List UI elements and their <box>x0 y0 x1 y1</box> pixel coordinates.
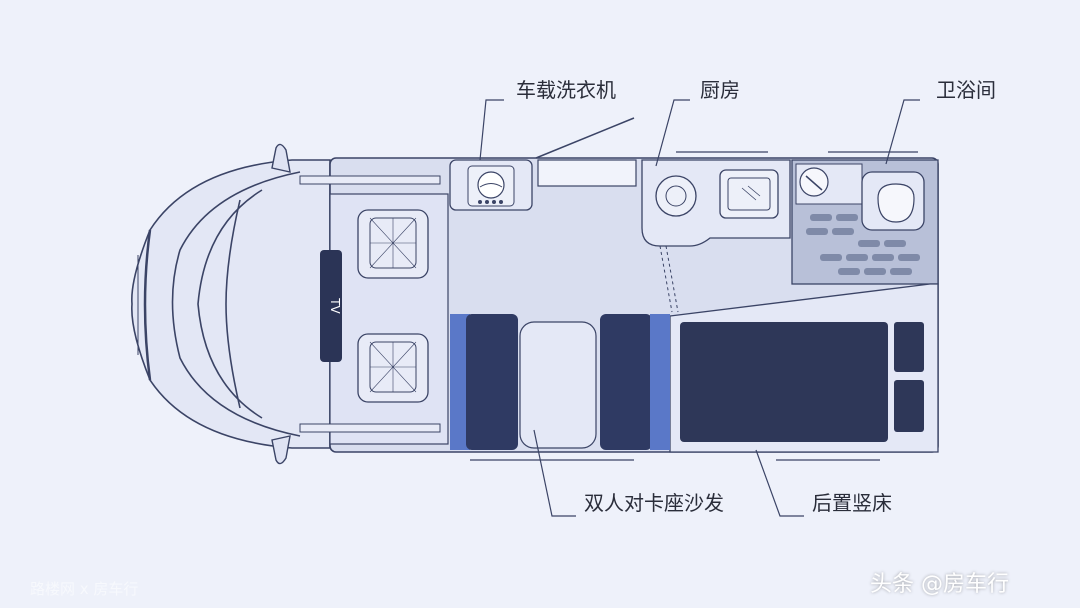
label-bathroom: 卫浴间 <box>936 78 996 102</box>
leader-bathroom <box>885 99 920 165</box>
leader-washer <box>479 99 504 161</box>
dinette-seat-front <box>450 314 518 450</box>
leader-bed <box>755 449 804 517</box>
left-mirror <box>271 143 291 173</box>
top-rail <box>299 175 441 185</box>
door-swing-line <box>535 117 635 159</box>
washer-unit <box>449 159 533 211</box>
right-mirror <box>271 435 291 465</box>
dinette-table <box>519 321 597 449</box>
bathroom-area <box>791 159 939 285</box>
bottom-rail <box>299 423 441 433</box>
dinette-seat-rear <box>600 314 670 450</box>
watermark-left: 路楼网 x 房车行 <box>30 580 139 598</box>
bed-mattress <box>680 322 888 442</box>
partition-dashed <box>659 245 679 313</box>
bed-storage-1 <box>894 322 924 372</box>
tv-label: TV <box>328 297 342 314</box>
tv-panel <box>320 250 342 362</box>
entry-door <box>537 159 637 187</box>
label-bed: 后置竖床 <box>812 491 892 515</box>
leader-kitchen <box>655 99 690 167</box>
watermark-right: 头条 @房车行 <box>870 572 1009 597</box>
cab-seat-left <box>357 209 429 279</box>
label-kitchen: 厨房 <box>700 78 740 102</box>
wall-marks <box>470 151 918 461</box>
bed-storage-2 <box>894 380 924 432</box>
kitchen-counter <box>641 159 791 247</box>
label-dinette: 双人对卡座沙发 <box>584 491 724 515</box>
vehicle-cab <box>131 159 331 449</box>
leader-lines <box>479 99 920 517</box>
label-washer: 车载洗衣机 <box>516 78 616 102</box>
cab-seat-right <box>357 333 429 403</box>
leader-dinette <box>533 429 576 517</box>
